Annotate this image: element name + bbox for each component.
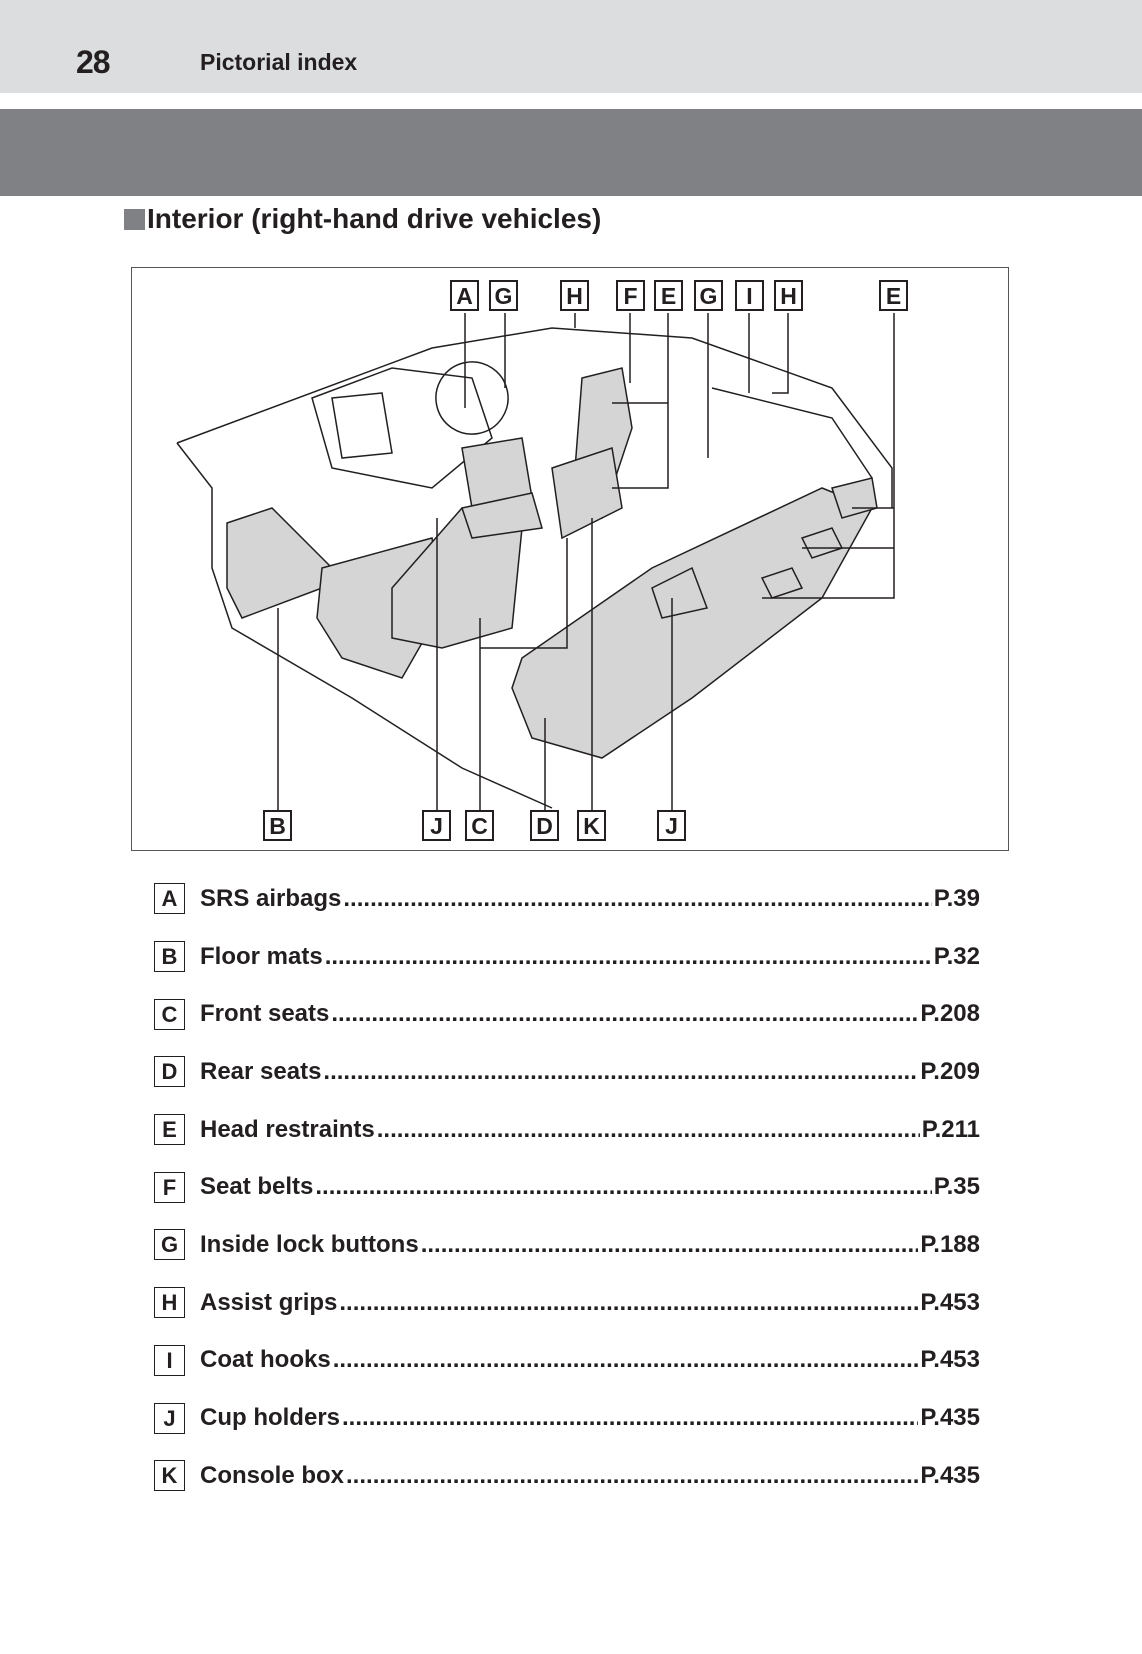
item-name: Head restraints: [200, 1115, 375, 1143]
leader-dots: [323, 1058, 918, 1086]
diagram-label-e: E: [879, 280, 908, 311]
list-item[interactable]: K Console box P.435: [154, 1447, 980, 1505]
item-page-ref[interactable]: P.453: [920, 1288, 980, 1316]
item-name: Cup holders: [200, 1404, 341, 1432]
diagram-label-e: E: [654, 280, 683, 311]
list-item[interactable]: F Seat belts P.35: [154, 1158, 980, 1216]
leader-dots: [315, 1173, 931, 1201]
diagram-label-i: I: [735, 280, 764, 311]
list-item[interactable]: A SRS airbags P.39: [154, 870, 980, 928]
item-key: C: [154, 998, 185, 1030]
item-name: Assist grips: [200, 1288, 338, 1316]
header-band: [0, 109, 1142, 196]
leader-dots: [325, 943, 932, 971]
diagram-label-g: G: [694, 280, 723, 311]
page-title: Interior (right-hand drive vehicles): [124, 203, 601, 235]
leader-dots: [421, 1231, 919, 1259]
item-page-ref[interactable]: P.188: [920, 1230, 980, 1258]
list-item[interactable]: B Floor mats P.32: [154, 928, 980, 986]
diagram-label-h: H: [560, 280, 589, 311]
item-key: F: [154, 1171, 185, 1203]
item-name: Floor mats: [200, 942, 323, 970]
diagram-label-h: H: [774, 280, 803, 311]
list-item[interactable]: H Assist grips P.453: [154, 1274, 980, 1332]
interior-diagram: A G H F E G I H E B J C D K J: [131, 267, 1009, 851]
page-number: 28: [76, 44, 111, 80]
item-page-ref[interactable]: P.39: [933, 884, 980, 912]
leader-dots: [331, 1000, 918, 1028]
page-title-text: Interior (right-hand drive vehicles): [147, 203, 602, 234]
leader-dots: [342, 1404, 918, 1432]
item-key: B: [154, 941, 185, 973]
item-page-ref[interactable]: P.435: [920, 1404, 980, 1432]
item-page-ref[interactable]: P.209: [920, 1057, 980, 1085]
section-title: Pictorial index: [200, 49, 358, 75]
list-item[interactable]: E Head restraints P.211: [154, 1101, 980, 1159]
item-page-ref[interactable]: P.453: [920, 1346, 980, 1374]
list-item[interactable]: J Cup holders P.435: [154, 1389, 980, 1447]
item-page-ref[interactable]: P.32: [933, 942, 980, 970]
item-page-ref[interactable]: P.35: [933, 1173, 980, 1201]
leader-dots: [377, 1116, 920, 1144]
diagram-label-f: F: [616, 280, 645, 311]
square-bullet-icon: [124, 208, 145, 230]
list-item[interactable]: G Inside lock buttons P.188: [154, 1216, 980, 1274]
item-page-ref[interactable]: P.211: [921, 1115, 980, 1143]
diagram-label-g: G: [489, 280, 518, 311]
item-name: Rear seats: [200, 1057, 322, 1085]
diagram-label-c: C: [465, 810, 494, 841]
list-item[interactable]: D Rear seats P.209: [154, 1043, 980, 1101]
car-interior-illustration: [176, 313, 895, 813]
leader-dots: [343, 885, 931, 913]
item-key: H: [154, 1287, 185, 1319]
item-key: K: [154, 1460, 185, 1492]
diagram-label-b: B: [263, 810, 292, 841]
item-key: A: [154, 883, 185, 915]
item-key: E: [154, 1114, 185, 1146]
item-name: SRS airbags: [200, 884, 342, 912]
item-key: D: [154, 1056, 185, 1088]
diagram-label-k: K: [577, 810, 606, 841]
item-name: Seat belts: [200, 1173, 314, 1201]
item-name: Front seats: [200, 1000, 330, 1028]
item-page-ref[interactable]: P.208: [920, 1000, 980, 1028]
leader-dots: [339, 1289, 918, 1317]
item-page-ref[interactable]: P.435: [920, 1461, 980, 1489]
index-list: A SRS airbags P.39 B Floor mats P.32 C Front …: [154, 870, 980, 1505]
list-item[interactable]: I Coat hooks P.453: [154, 1332, 980, 1390]
item-name: Inside lock buttons: [200, 1230, 419, 1258]
list-item[interactable]: C Front seats P.208: [154, 985, 980, 1043]
item-key: I: [154, 1344, 185, 1376]
leader-dots: [346, 1462, 918, 1490]
page-header: 28 Pictorial index: [0, 0, 1142, 93]
item-key: G: [154, 1229, 185, 1261]
item-name: Coat hooks: [200, 1346, 331, 1374]
diagram-label-d: D: [530, 810, 559, 841]
item-name: Console box: [200, 1461, 345, 1489]
item-key: J: [154, 1402, 185, 1434]
diagram-label-j: J: [422, 810, 451, 841]
diagram-label-j: J: [657, 810, 686, 841]
diagram-label-a: A: [450, 280, 479, 311]
leader-dots: [333, 1346, 919, 1374]
